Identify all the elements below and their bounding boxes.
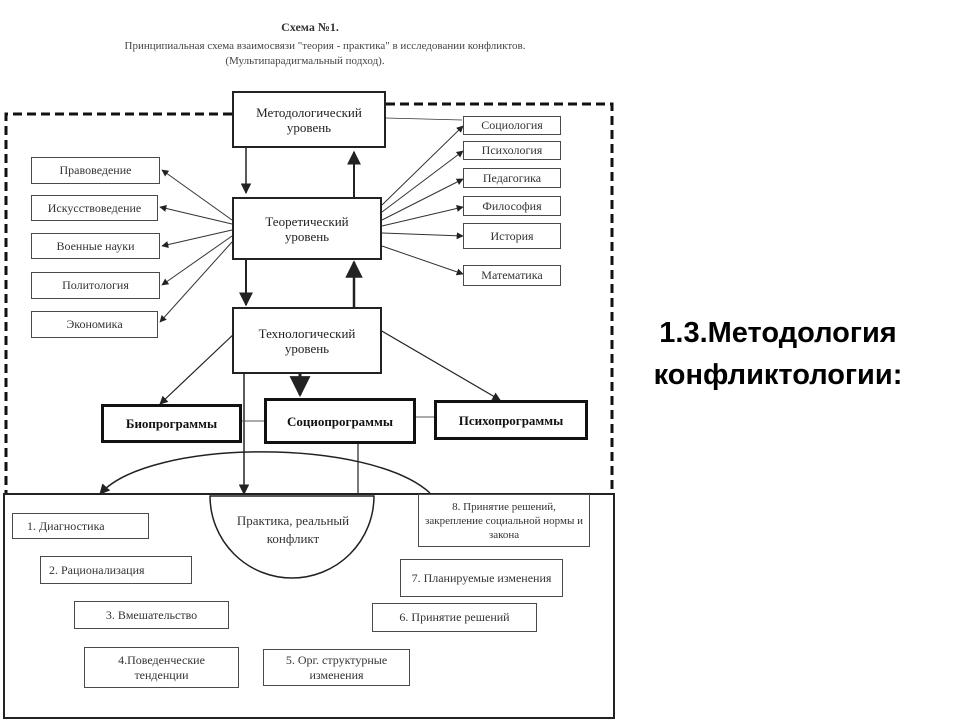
stage-2: 2. Рационализация [40,556,192,584]
practice-semicircle [209,495,375,579]
bio-programs: Биопрограммы [101,404,242,443]
science-history: История [463,223,561,249]
stage-1: 1. Диагностика [12,513,149,539]
outer-dashed-loop [4,112,232,494]
slide-title: 1.3.Методология конфликтологии: [653,317,903,391]
stage-7: 7. Планируемые изменения [400,559,563,597]
practice-panel [3,493,615,719]
science-mathematics: Математика [463,265,561,286]
scheme-title: Схема №1. [281,20,339,34]
science-politics: Политология [31,272,160,299]
stage-4: 4.Поведенческие тенденции [84,647,239,688]
stage-5: 5. Орг. структурные изменения [263,649,410,686]
stage-3: 3. Вмешательство [74,601,229,629]
stage-6: 6. Принятие решений [372,603,537,632]
science-economics: Экономика [31,311,158,338]
science-art: Искусствоведение [31,195,158,221]
methodological-level: Методологический уровень [232,91,386,148]
science-military: Военные науки [31,233,160,259]
scheme-subtitle: Принципиальная схема взаимосвязи "теория… [124,40,526,52]
scheme-approach: (Мультипарадигмальный подход). [225,55,385,67]
psycho-programs: Психопрограммы [434,400,588,440]
technological-level: Технологический уровень [232,307,382,374]
science-sociology: Социология [463,116,561,135]
theoretical-level: Теоретический уровень [232,197,382,260]
practice-label: Практика, реальный конфликт [236,513,350,546]
outer-dashed-loop-right [386,102,614,494]
cycle-arc [99,451,431,495]
science-pedagogy: Педагогика [463,168,561,188]
science-law: Правоведение [31,157,160,184]
stage-8: 8. Принятие решений, закрепление социаль… [418,494,590,547]
socio-programs: Социопрограммы [264,398,416,444]
science-psychology: Психология [463,141,561,160]
science-philosophy: Философия [463,196,561,216]
